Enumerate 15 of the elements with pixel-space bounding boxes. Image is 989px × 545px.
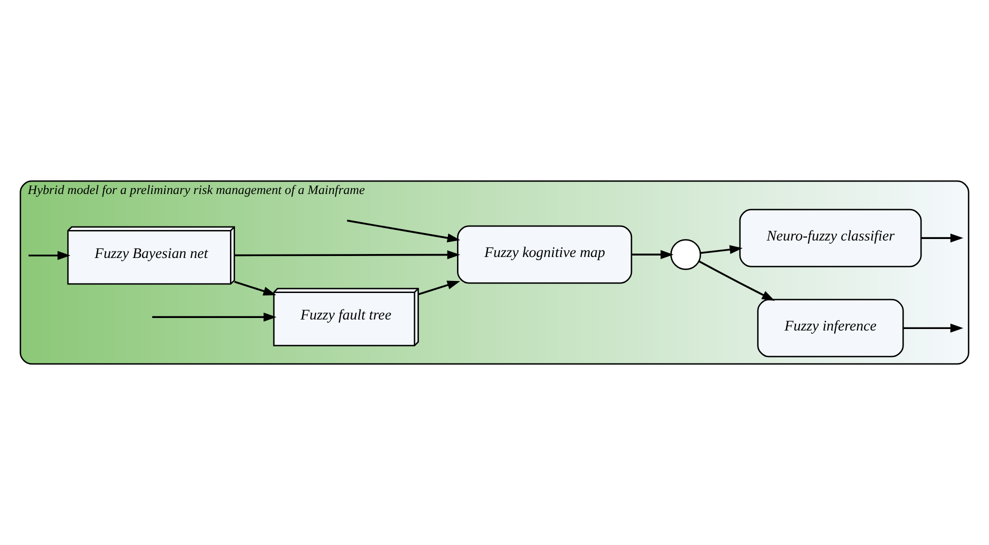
node-circle (670, 239, 702, 270)
node-box: Fuzzy inference (757, 298, 904, 358)
arrow (346, 220, 460, 242)
arrow (152, 312, 276, 322)
arrow (903, 324, 964, 333)
arrow (234, 250, 460, 260)
node-box: Fuzzy kognitive map (457, 225, 632, 284)
node-box: Neuro-fuzzy classifier (739, 208, 922, 268)
arrow (28, 250, 70, 260)
arrow (632, 250, 674, 260)
arrow (700, 245, 743, 254)
arrow (234, 280, 276, 296)
arrow (698, 260, 775, 301)
arrow (921, 234, 964, 243)
arrow (418, 280, 460, 296)
